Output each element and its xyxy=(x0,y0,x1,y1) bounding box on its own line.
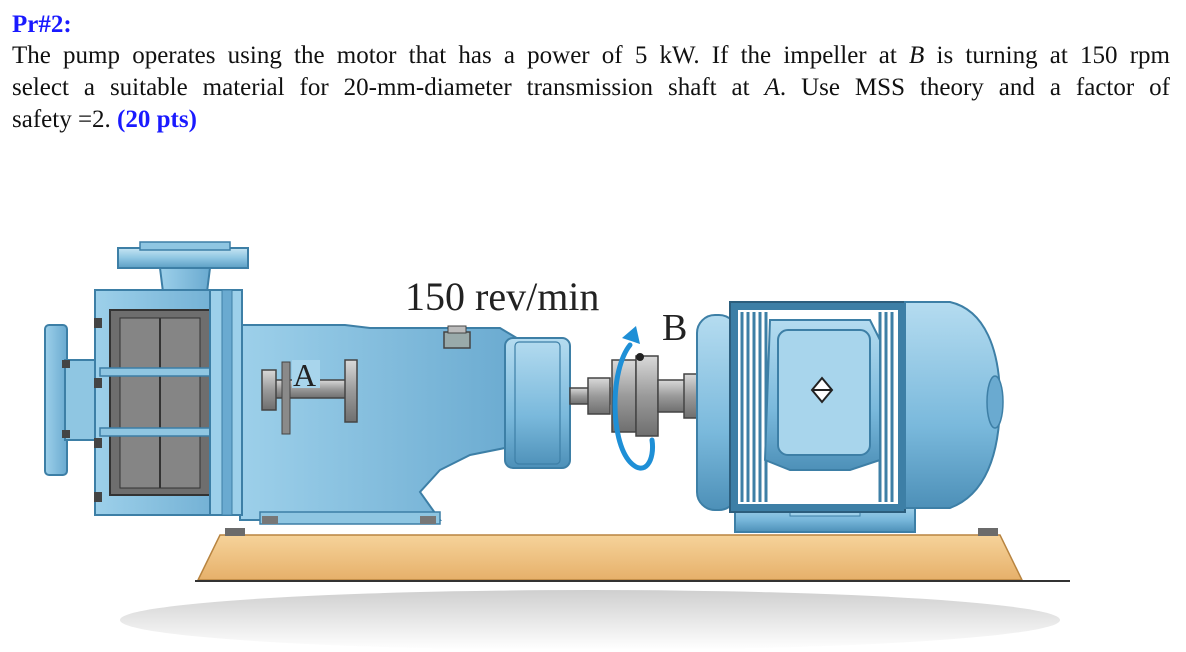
speed-label: 150 rev/min xyxy=(405,274,599,319)
electric-motor xyxy=(696,301,1004,533)
pump-casing xyxy=(44,241,249,516)
problem-title: Pr#2: xyxy=(12,11,72,38)
problem-text-segment: . Use MSS theory and a factor of xyxy=(779,74,1170,101)
base-plate xyxy=(195,528,1070,582)
motor-fins xyxy=(740,312,894,502)
pump-motor-figure: 150 rev/min B A xyxy=(44,241,1070,650)
problem-line-2: select a suitable material for 20-mm-dia… xyxy=(12,72,1170,104)
variable-a: A xyxy=(764,74,780,101)
problem-statement: The pump operates using the motor that h… xyxy=(12,40,1170,136)
ground-shadow xyxy=(120,590,1060,650)
problem-text-segment: is turning at 150 rpm xyxy=(924,42,1170,69)
label-a-box: A xyxy=(292,357,320,393)
label-a: A xyxy=(293,357,316,393)
variable-b: B xyxy=(909,42,925,69)
rotation-arrow xyxy=(612,326,656,471)
problem-text-segment: safety =2. xyxy=(12,106,118,133)
problem-text-segment: select a suitable material for 20-mm-dia… xyxy=(12,74,765,101)
points-label: (20 pts) xyxy=(117,106,197,133)
problem-line-1: The pump operates using the motor that h… xyxy=(12,40,1170,72)
lifting-eye-icon xyxy=(810,376,834,404)
label-b: B xyxy=(662,307,687,349)
coupling-b xyxy=(569,353,699,437)
problem-text-segment: The pump operates using the motor that h… xyxy=(12,42,910,69)
problem-line-3: safety =2. (20 pts) xyxy=(12,104,1170,136)
